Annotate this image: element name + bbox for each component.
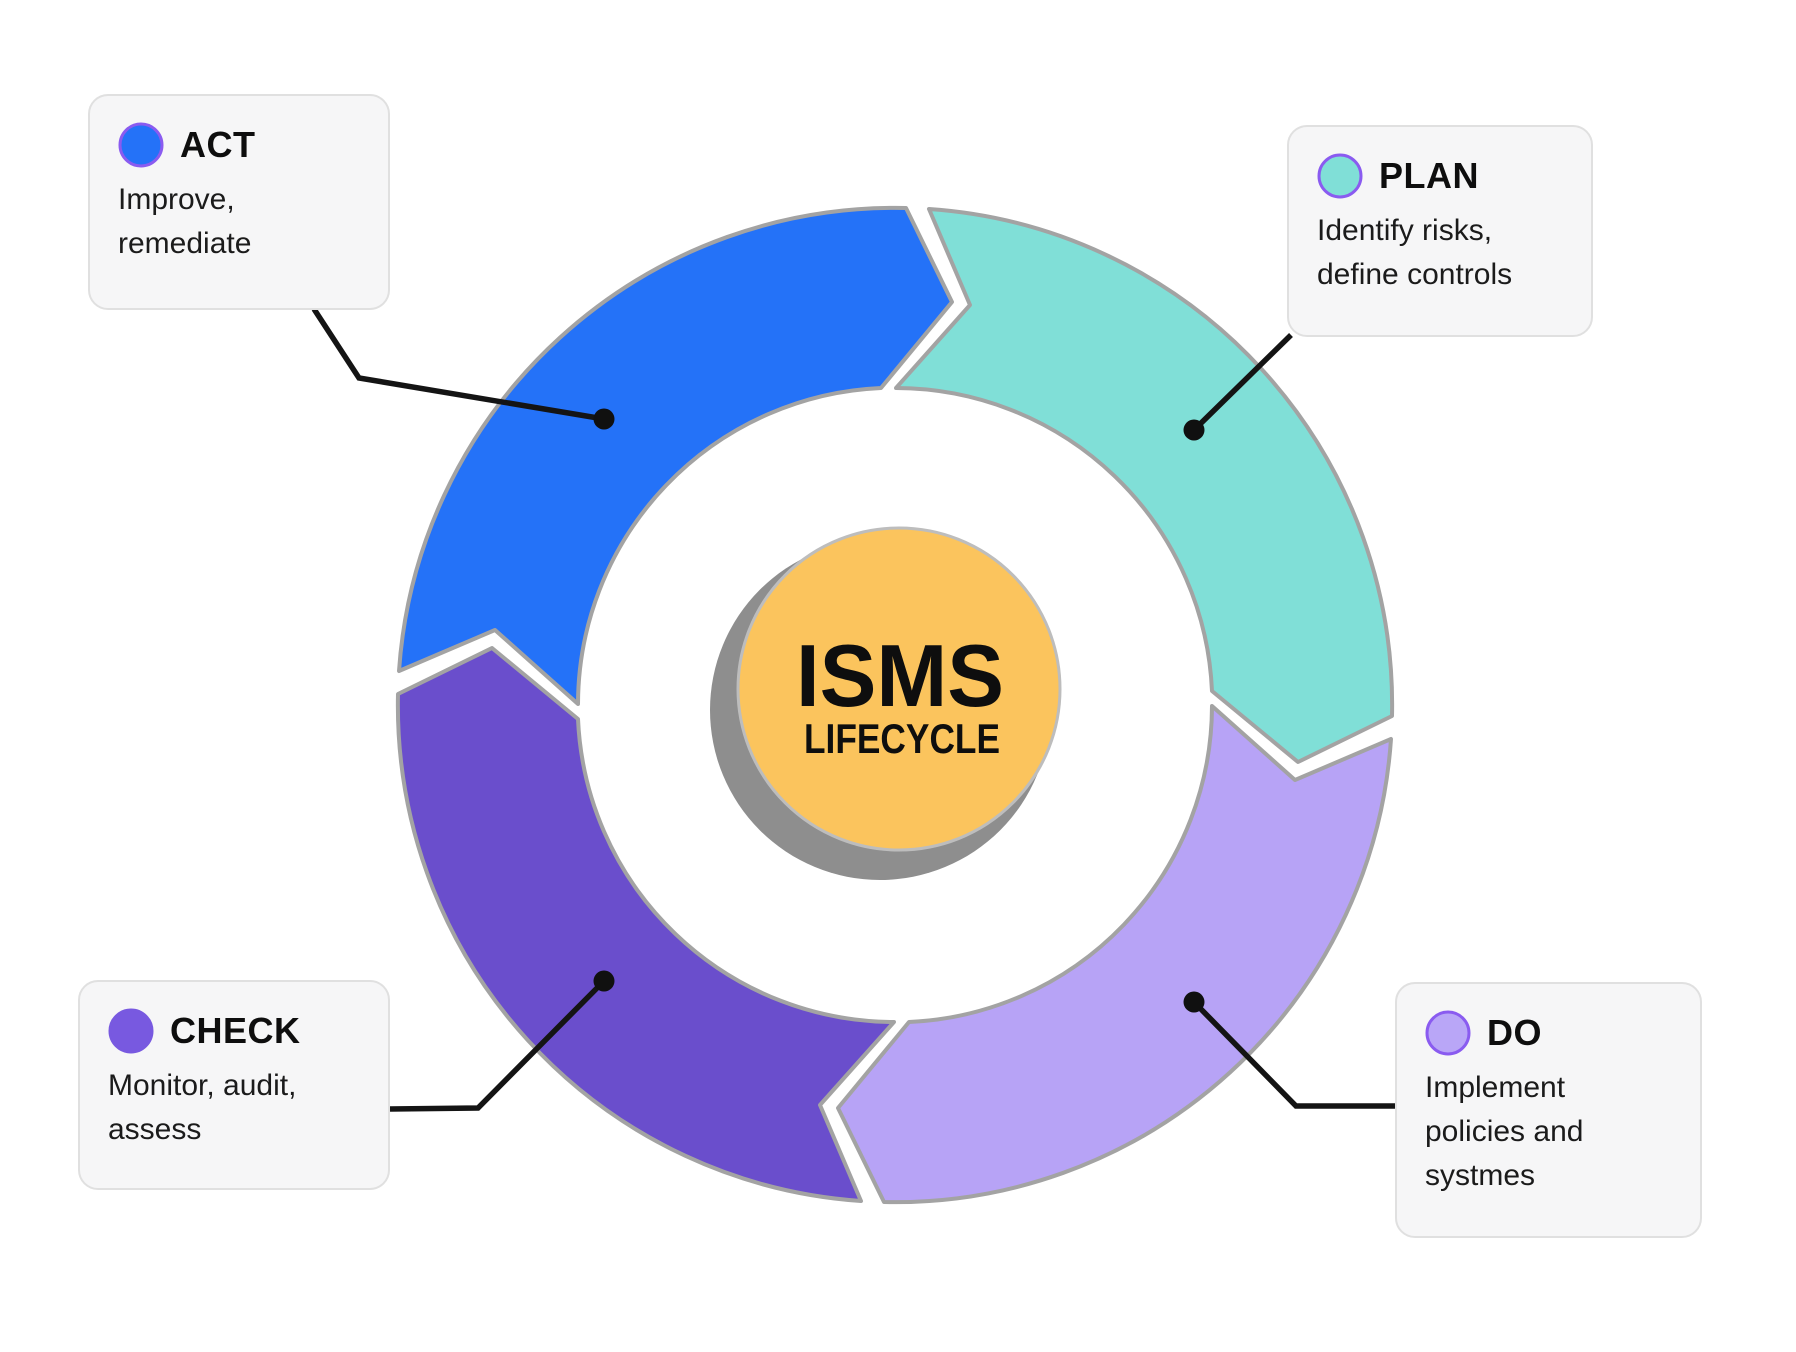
center-title: ISMS bbox=[796, 626, 1004, 725]
check-connector-line bbox=[389, 979, 606, 1112]
do-card-title: DO bbox=[1487, 1012, 1542, 1053]
act-card-header: ACT bbox=[118, 122, 360, 168]
plan-card-title: PLAN bbox=[1379, 155, 1479, 196]
do-connector-dot bbox=[1183, 991, 1205, 1013]
plan-legend-dot-icon bbox=[1317, 153, 1363, 199]
connector-dots bbox=[593, 408, 1205, 1013]
do-legend-dot-icon bbox=[1425, 1010, 1471, 1056]
check-card-title: CHECK bbox=[170, 1010, 301, 1051]
act-card-title: ACT bbox=[180, 124, 256, 165]
plan-connector-line bbox=[1192, 333, 1293, 432]
do-card-header: DO bbox=[1425, 1010, 1672, 1056]
plan-connector-dot bbox=[1183, 419, 1205, 441]
do-card: DO Implement policies and systmes bbox=[1395, 982, 1702, 1238]
act-connector-dot bbox=[593, 408, 615, 430]
plan-card: PLAN Identify risks, define controls bbox=[1287, 125, 1593, 337]
act-legend-dot-icon bbox=[118, 122, 164, 168]
do-connector-line bbox=[1192, 1000, 1397, 1109]
plan-card-description: Identify risks, define controls bbox=[1317, 214, 1513, 291]
segment-plan bbox=[894, 207, 1395, 764]
segment-do bbox=[836, 704, 1393, 1205]
plan-card-header: PLAN bbox=[1317, 153, 1563, 199]
act-connector-line bbox=[311, 307, 605, 422]
check-card-header: CHECK bbox=[108, 1008, 360, 1054]
connectors bbox=[311, 307, 1397, 1112]
act-card: ACT Improve, remediate bbox=[88, 94, 390, 310]
ring bbox=[395, 205, 1395, 1205]
act-card-description: Improve, remediate bbox=[118, 183, 252, 260]
check-legend-dot-icon bbox=[108, 1008, 154, 1054]
segment-act bbox=[397, 205, 954, 706]
center-circle bbox=[736, 526, 1062, 852]
center-subtitle: LIFECYCLE bbox=[804, 715, 1000, 762]
check-card: CHECK Monitor, audit, assess bbox=[78, 980, 390, 1190]
do-card-description: Implement policies and systmes bbox=[1425, 1071, 1584, 1192]
segment-check bbox=[395, 646, 896, 1203]
check-connector-dot bbox=[593, 970, 615, 992]
check-card-description: Monitor, audit, assess bbox=[108, 1069, 297, 1146]
